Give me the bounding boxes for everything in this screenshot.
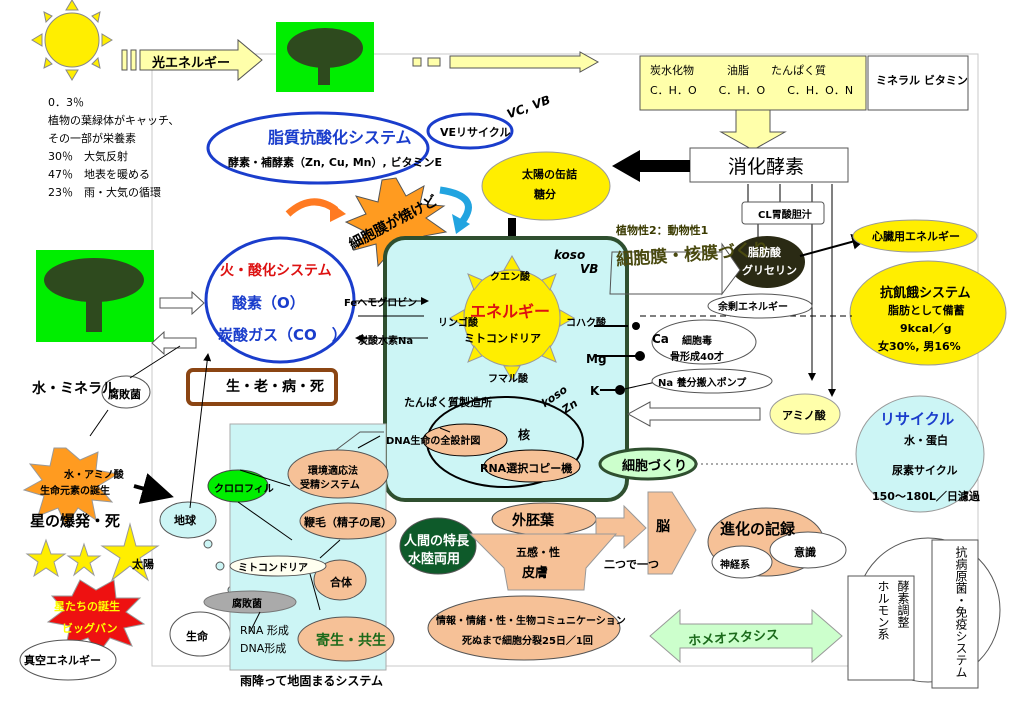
plant-animal-ratio: 植物性2：動物性1	[616, 224, 709, 237]
cell-building-label: 細胞づくり	[622, 459, 688, 474]
elements-birth-line2: 生命元素の誕生	[40, 486, 110, 497]
malic-acid-label: リンゴ酸	[438, 318, 478, 329]
starvation-line3: 女30%, 男16%	[878, 340, 961, 353]
life-label: 生命	[186, 630, 208, 643]
immune-system-label: 抗病原菌・免疫システム	[954, 546, 968, 678]
star-explosion-label: 星の爆発・死	[30, 512, 121, 530]
human-feature-line2: 水陸両用	[408, 552, 461, 567]
recycle-title: リサイクル	[880, 410, 955, 428]
protein-factory-label: たんぱく質製造所	[404, 396, 492, 409]
mg-label: Mg	[586, 352, 607, 366]
sun-icon	[31, 0, 113, 81]
na-pump-label: Na 養分搬入ポンプ	[658, 378, 747, 389]
stat-line: 30％ 大気反射	[48, 150, 128, 163]
tree-icon-top	[287, 28, 363, 85]
stat-line: その一部が栄養素	[48, 132, 136, 145]
consciousness-label: 意識	[794, 546, 816, 559]
fat-acid-label: 脂肪酸	[748, 246, 781, 259]
life-cycle-label: 生・老・病・死	[226, 379, 324, 395]
foods-label: 炭水化物 油脂 たんぱく質	[650, 64, 826, 77]
heart-energy-label: 心臓用エネルギー	[872, 230, 960, 243]
koso-label-1: koso	[554, 248, 586, 262]
sun-can-label: 太陽の缶詰	[522, 168, 577, 181]
human-feature-line1: 人間の特長	[404, 534, 470, 549]
ectoderm-label: 外胚葉	[512, 513, 554, 529]
amino-acid-label: アミノ酸	[782, 409, 826, 422]
vacuum-energy-label: 真空エネルギー	[24, 654, 101, 667]
two-in-one-label: 二つで一つ	[604, 558, 659, 571]
digestion-label: 消化酵素	[728, 156, 805, 178]
union-label: 合体	[330, 576, 352, 589]
earth-label: 地球	[174, 514, 196, 527]
symbiosis-label: 寄生・共生	[316, 633, 386, 649]
ca-toxic-label: 細胞毒	[682, 336, 712, 347]
ve-recycle-label: VEリサイクル	[440, 126, 511, 139]
rna-formation-label: RNA 形成	[240, 624, 289, 637]
recycle-line1: 水・蛋白	[904, 434, 948, 447]
fumaric-acid-label: フマル酸	[488, 374, 528, 385]
senses-label: 五感・性	[516, 546, 560, 559]
vb-label: VB	[580, 262, 599, 276]
k-label: K	[590, 384, 600, 398]
chlorophyll-label: クロロフィル	[214, 484, 274, 495]
decomposer-label: 腐敗菌	[108, 388, 141, 401]
mitochondria-label: ミトコンドリア	[464, 332, 541, 345]
starvation-title: 抗飢餓システム	[880, 286, 971, 301]
surplus-energy-label: 余剰エネルギー	[718, 302, 788, 313]
env-adapt-line2: 受精システム	[300, 480, 360, 491]
skin-label: 皮膚	[522, 566, 549, 581]
carbonate-label: 炭酸水素Na	[358, 336, 414, 347]
citric-acid-label: クエン酸	[490, 272, 530, 283]
sunlight-stats: 0．3％ 植物の葉緑体がキャッチ、 その一部が栄養素 30％ 大気反射 47％ …	[48, 94, 179, 202]
flagella-label: 鞭毛（精子の尾）	[304, 516, 392, 529]
antioxidant-title: 脂質抗酸化システム	[268, 128, 412, 147]
minerals-label: ミネラル ビタミン	[876, 74, 968, 87]
succinic-acid-label: コハク酸	[566, 318, 606, 329]
starvation-line1: 脂肪として備蓄	[888, 304, 965, 317]
energy-sun-icon	[448, 254, 576, 382]
dna-formation-label: DNA形成	[240, 642, 287, 655]
big-bang-label: ビッグバン	[62, 622, 118, 635]
sun-label: 太陽	[132, 558, 154, 571]
stars-birth-label: 星たちの誕生	[54, 600, 120, 613]
env-adapt-line1: 環境適応法	[308, 466, 358, 477]
antioxidant-subtitle: 酵素・補酵素（Zn, Cu, Mn）, ビタミンE	[228, 156, 443, 169]
tree-icon-left	[44, 258, 144, 332]
starvation-line2: 9kcal／g	[900, 322, 952, 335]
dna-label: DNA生命の全設計図	[386, 436, 481, 447]
rna-copy-label: RNA選択コピー機	[480, 462, 573, 475]
light-energy-label: 光エネルギー	[152, 56, 231, 71]
recycle-line2: 尿素サイクル	[892, 464, 958, 477]
elements-birth-line1: 水・アミノ酸	[64, 470, 124, 481]
enzyme-adjust-label: 酵素調整	[896, 580, 910, 628]
elements-label: C．H．O C．H．O C．H．O．N	[650, 84, 854, 97]
rain-system-label: 雨降って地固まるシステム	[240, 674, 384, 688]
stat-line: 23％ 雨・大気の循環	[48, 186, 161, 199]
energy-label: エネルギー	[470, 302, 551, 321]
mitochondria-panel-label: ミトコンドリア	[238, 563, 308, 574]
oxygen-label: 酸素（O）	[232, 294, 305, 312]
water-mineral-label: 水・ミネラル	[32, 381, 116, 397]
co2-label: 炭酸ガス（CO ）	[218, 326, 347, 344]
info-comm-line2: 死ぬまで細胞分裂25日／1回	[462, 636, 593, 647]
fire-oxidation-title: 火・酸化システム	[220, 263, 332, 279]
nucleus-label: 核	[518, 428, 531, 442]
stat-line: 0．3％	[48, 96, 84, 109]
bone-formation-label: 骨形成40才	[670, 352, 724, 363]
brain-label: 脳	[656, 519, 670, 535]
decomposer-panel-label: 腐敗菌	[232, 599, 262, 610]
glycerin-label: グリセリン	[742, 264, 797, 277]
stat-line: 植物の葉緑体がキャッチ、	[48, 114, 180, 127]
recycle-line3: 150〜180L／日濾過	[872, 490, 980, 503]
sugar-label: 糖分	[534, 188, 556, 201]
nerve-system-label: 神経系	[720, 560, 750, 571]
stat-line: 47％ 地表を暖める	[48, 168, 150, 181]
evolution-title: 進化の記録	[720, 520, 796, 538]
hormone-label: ホルモン系	[876, 580, 890, 640]
ca-label: Ca	[652, 332, 669, 346]
absorption-label: CL胃酸胆汁	[758, 210, 812, 221]
info-comm-line1: 情報・情緒・性・生物コミュニケーション	[436, 616, 626, 627]
hemoglobin-label: Feヘモグロビン	[344, 298, 418, 309]
